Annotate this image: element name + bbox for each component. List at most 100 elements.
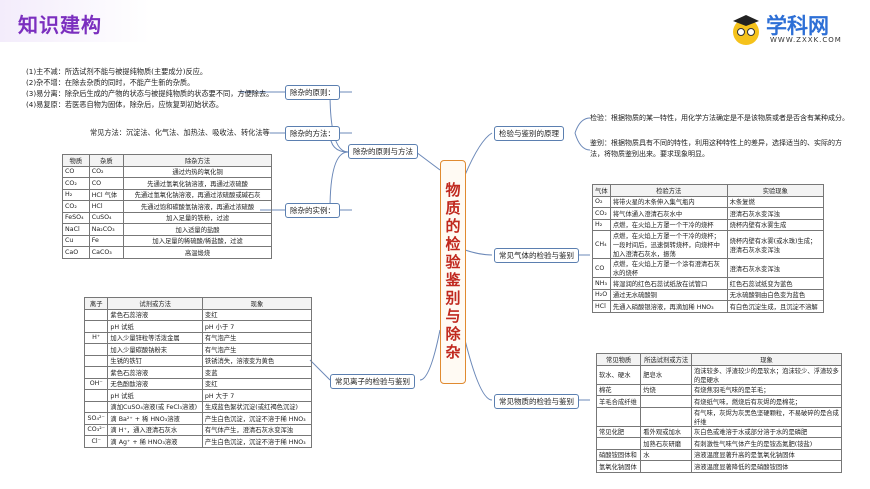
- table-row: 羊毛合成纤维 有烧纸气味，燃烧后有灰烬的是棉花；: [595, 395, 842, 408]
- table-header: 离子: [83, 297, 109, 310]
- table-cell: CO: [62, 165, 90, 178]
- table-cell: 常见化肥: [595, 425, 642, 438]
- table-cell: 羊毛合成纤维: [595, 395, 642, 408]
- table-row: 有气味，灰烬为灰黑色坚硬颗粒，不易破碎的是合成纤维: [595, 406, 842, 427]
- table-cell: 有白色沉淀生成，且沉淀不溶解: [726, 300, 825, 313]
- table-row: 生锈的铁钉铁锈消失，溶液变为黄色: [83, 354, 313, 367]
- principle-4: (4)易复原：若医恶自物为固体，除杂后，应恢复到初始状态。: [26, 100, 224, 109]
- logo-icon: [733, 15, 759, 45]
- table-cell: [640, 460, 692, 473]
- table-cell: H₂: [62, 188, 90, 201]
- table-cell: [595, 437, 642, 450]
- table-cell: 将湿润的红色石蕊试纸放在试管口: [609, 277, 728, 290]
- table-cell: 硝酸铵固体和: [595, 448, 642, 461]
- table-header: 物质: [62, 154, 90, 167]
- center-topic-label: 物质的检验鉴别与除杂: [443, 182, 462, 362]
- table-cell: Fe: [88, 234, 125, 247]
- table-cell: CO₂: [88, 165, 125, 178]
- table-row: 软水、硬水肥皂水泡沫较多、浮渣较少的是软水；泡沫较少、浮渣较多的是硬水: [595, 364, 842, 385]
- table-cell: 滴加CuSO₄溶液(或 FeCl₃溶液): [107, 400, 203, 413]
- table-cell: HCl 气体: [88, 188, 125, 201]
- table-cell: 棉花: [595, 383, 642, 396]
- table-cell: CaO: [62, 246, 90, 259]
- table-cell: 将带火星的木条伸入集气瓶内: [609, 195, 728, 208]
- table-cell: 通过灼热的氧化铜: [123, 165, 272, 178]
- table-cell: 滴 Ba²⁺ + 稀 HNO₃溶液: [107, 412, 203, 425]
- table-cell: 无水硫酸铜由白色变为蓝色: [726, 288, 825, 301]
- table-cell: FeSO₄: [62, 211, 90, 224]
- node-ion[interactable]: 常见离子的检验与鉴别: [330, 374, 415, 389]
- table-cell: 有刺激性气味气体产生的是铵态氮肥(铵盐): [691, 437, 842, 450]
- node-example[interactable]: 除杂的实例：: [285, 203, 340, 218]
- table-header: 现象: [201, 297, 313, 310]
- table-cell: [83, 389, 109, 402]
- table-cell: 木条复燃: [726, 195, 825, 208]
- node-substance[interactable]: 常见物质的检验与鉴别: [494, 394, 579, 409]
- table-cell: pH 小于 7: [201, 320, 313, 333]
- table-cell: [83, 320, 109, 333]
- table-cell: 先通过饱和碳酸氢钠溶液，再通过浓硫酸: [123, 200, 272, 213]
- table-cell: 点燃，在火焰上方罩一个干冷的烧杯: [609, 218, 728, 231]
- table-cell: 有烧焦羽毛气味的是羊毛；: [691, 383, 842, 396]
- table-cell: 有烧纸气味，燃烧后有灰烬的是棉花；: [691, 395, 842, 408]
- table-cell: 有气泡产生: [201, 331, 313, 344]
- node-gas[interactable]: 常见气体的检验与鉴别: [494, 248, 579, 263]
- table-cell: 烧杯内壁有水雾生成: [726, 218, 825, 231]
- table-row: 棉花灼烧有烧焦羽毛气味的是羊毛；: [595, 383, 842, 396]
- node-principle[interactable]: 除杂的原则：: [285, 85, 340, 100]
- table-row: 紫色石蕊溶液变蓝: [83, 366, 313, 379]
- table-row: H⁺加入少量锌粒等活泼金属有气泡产生: [83, 331, 313, 344]
- node-principle-method[interactable]: 除杂的原则与方法: [348, 144, 418, 159]
- table-cell: CO₂: [592, 207, 611, 220]
- table-cell: 澄清石灰水变浑浊: [726, 258, 825, 278]
- table-header: 所选试剂或方法: [640, 353, 692, 366]
- table-cell: CO₃²⁻: [83, 423, 109, 436]
- table-cell: 变蓝: [201, 366, 313, 379]
- title-background: [0, 0, 150, 42]
- table-cell: H₂O: [592, 288, 611, 301]
- table-cell: 溶液温度显著降低的是硝酸铵固体: [691, 460, 842, 473]
- table-cell: 将气体通入澄清石灰水中: [609, 207, 728, 220]
- table-row: 滴加CuSO₄溶液(或 FeCl₃溶液)生成蓝色絮状沉淀(或红褐色沉淀): [83, 400, 313, 413]
- table-cell: 有气体产生，澄清石灰水变浑浊: [201, 423, 313, 436]
- table-cell: 滴 H⁺，通入澄清石灰水: [107, 423, 203, 436]
- table-row: OH⁻无色酚酞溶液变红: [83, 377, 313, 390]
- table-header: 杂质: [88, 154, 125, 167]
- table-cell: 加入足量的稀硫酸/稀盐酸，过滤: [123, 234, 272, 247]
- table-cell: 澄清石灰水变浑浊: [726, 207, 825, 220]
- detect-identify-text-1: 鉴别：根据物质具有不同的特性，利用这种特性上的差异，选择适当的、实际的方: [590, 139, 842, 147]
- methods-text: 常见方法：沉淀法、化气法、加热法、吸收法、转化法等: [90, 128, 270, 137]
- table-cell: 生锈的铁钉: [107, 354, 203, 367]
- table-cell: [640, 395, 692, 408]
- node-method[interactable]: 除杂的方法：: [285, 126, 340, 141]
- table-cell: 生成蓝色絮状沉淀(或红褐色沉淀): [201, 400, 313, 413]
- table-cell: 点燃，在火焰上方罩一个干冷的烧杯；一段时间后，迅速倒转烧杯，向烧杯中加入澄清石灰…: [609, 230, 728, 259]
- table-cell: 红色石蕊试纸变为蓝色: [726, 277, 825, 290]
- table-row: Cl⁻滴 Ag⁺ + 稀 HNO₃溶液产生白色沉淀，沉淀不溶于稀 HNO₃: [83, 435, 313, 448]
- table-cell: pH 大于 7: [201, 389, 313, 402]
- table-cell: 通过无水硫酸铜: [609, 288, 728, 301]
- table-cell: HCl: [88, 200, 125, 213]
- table-cell: 紫色石蕊溶液: [107, 366, 203, 379]
- table-cell: 铁锈消失，溶液变为黄色: [201, 354, 313, 367]
- table-cell: Na₂CO₃: [88, 223, 125, 236]
- node-detect-principle[interactable]: 检验与鉴别的原理: [494, 126, 564, 141]
- table-header: 试剂或方法: [107, 297, 203, 310]
- table-cell: [595, 406, 642, 427]
- table-cell: 氢氧化钠固体: [595, 460, 642, 473]
- table-cell: 灰白色或难溶于水或部分溶于水的是磷肥: [691, 425, 842, 438]
- center-topic[interactable]: 物质的检验鉴别与除杂: [440, 160, 466, 384]
